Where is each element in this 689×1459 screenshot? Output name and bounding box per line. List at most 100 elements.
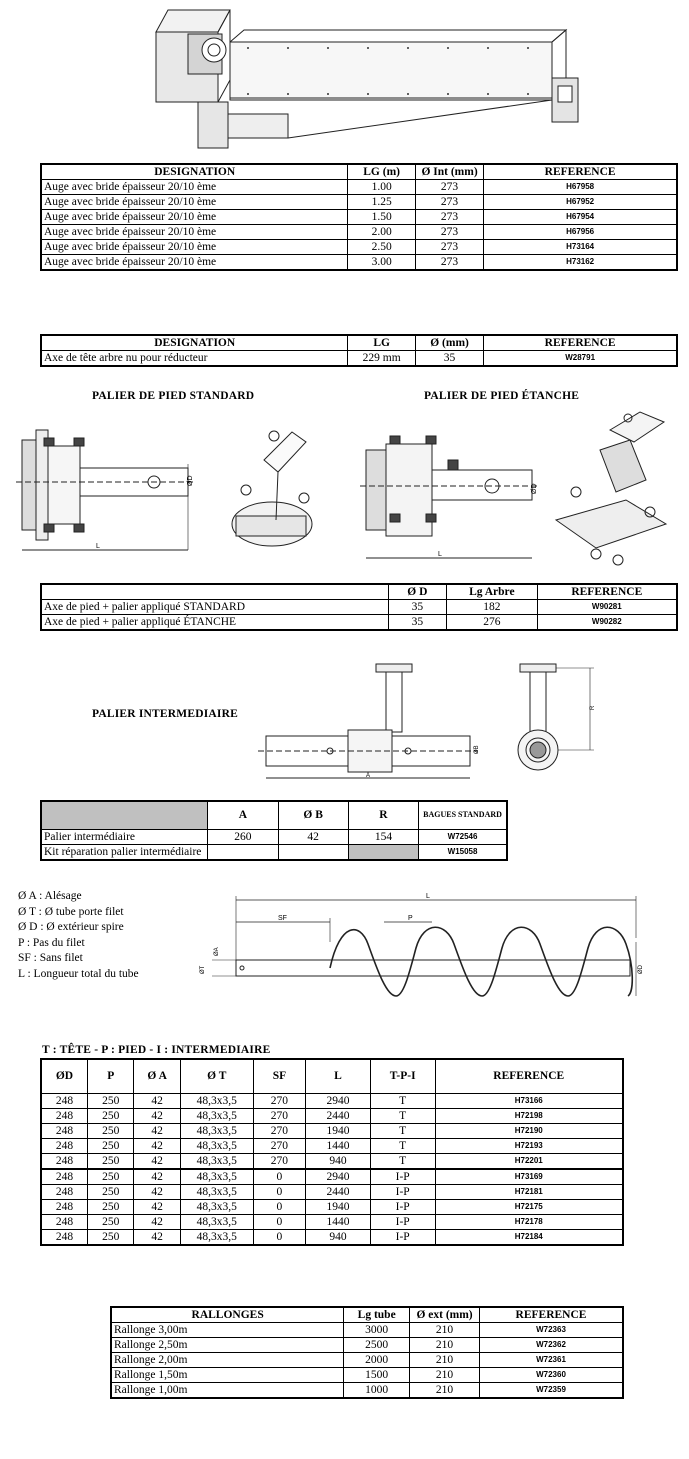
reference-cell: H67952	[483, 194, 678, 210]
t-cell: 48,3x3,5	[179, 1198, 254, 1215]
d-cell: 248	[40, 1228, 88, 1245]
reference-cell: W72361	[479, 1352, 624, 1368]
designation-cell: Axe de pied + palier appliqué STANDARD	[40, 599, 389, 615]
lg-cell: 2500	[343, 1337, 411, 1353]
r-cell	[347, 843, 420, 860]
tpi-cell: I-P	[369, 1213, 436, 1230]
vis-header-d: ØD	[40, 1058, 88, 1094]
vis-header-p: P	[86, 1058, 135, 1094]
p-cell: 250	[86, 1092, 135, 1109]
palier-intermediaire-header-bagues: BAGUES STANDARD	[418, 800, 508, 830]
d-cell: 248	[40, 1092, 88, 1109]
a-cell: 42	[133, 1183, 181, 1200]
a-cell: 42	[133, 1228, 181, 1245]
reference-cell: H72184	[434, 1228, 624, 1245]
rallonges-header-diameter: Ø ext (mm)	[409, 1306, 480, 1323]
lg-cell: 1.50	[347, 209, 416, 225]
p-cell: 250	[86, 1152, 135, 1169]
t-cell: 48,3x3,5	[179, 1137, 254, 1154]
a-cell: 42	[133, 1198, 181, 1215]
p-cell: 250	[86, 1137, 135, 1154]
tpi-cell: I-P	[369, 1228, 436, 1245]
p-cell: 250	[86, 1183, 135, 1200]
d-cell: 248	[40, 1198, 88, 1215]
p-cell: 250	[86, 1167, 135, 1185]
tpi-cell: T	[369, 1107, 436, 1124]
t-cell: 48,3x3,5	[179, 1228, 254, 1245]
reference-cell: W90282	[536, 614, 678, 631]
reference-cell: H73162	[483, 254, 678, 271]
lg-cell: 2.00	[347, 224, 416, 240]
a-cell	[207, 843, 279, 860]
rallonges-header-row: RALLONGES Lg tube Ø ext (mm) REFERENCE	[110, 1306, 624, 1323]
lg-cell: 2.50	[347, 239, 416, 255]
reference-cell: W90281	[536, 599, 678, 615]
axe-tete-header-reference: REFERENCE	[483, 334, 678, 351]
axe-tete-header-row: DESIGNATION LG Ø (mm) REFERENCE	[40, 334, 678, 351]
auge-header-row: DESIGNATION LG (m) Ø Int (mm) REFERENCE	[40, 163, 678, 180]
palier-pied-standard-title: PALIER DE PIED STANDARD	[92, 390, 255, 402]
palier-intermediaire-dim-A: A	[366, 773, 370, 779]
l-cell: 1440	[305, 1137, 371, 1154]
reference-cell: H72201	[434, 1152, 624, 1169]
lg-cell: 1000	[343, 1382, 411, 1399]
legend-sans-filet: SF : Sans filet	[18, 952, 83, 964]
p-cell: 250	[86, 1228, 135, 1245]
sf-cell: 270	[252, 1152, 307, 1169]
screw-dim-D: ØD	[638, 964, 644, 974]
reference-cell: W15058	[418, 843, 508, 860]
vis-header-t: Ø T	[179, 1058, 254, 1094]
name-cell: Rallonge 1,00m	[110, 1382, 345, 1399]
screw-drawing: L SF P ØA ØT ØD	[200, 893, 644, 997]
rallonges-table: RALLONGES Lg tube Ø ext (mm) REFERENCE R…	[110, 1306, 624, 1399]
vis-header-l: L	[305, 1058, 371, 1094]
reference-cell: W28791	[483, 350, 678, 367]
palier-pied-standard-drawing: L ØD	[16, 429, 313, 551]
designation-cell: Auge avec bride épaisseur 20/10 ème	[40, 179, 349, 195]
reference-cell: H67958	[483, 179, 678, 195]
l-cell: 1440	[305, 1213, 371, 1230]
screw-dim-SF: SF	[278, 915, 287, 922]
diameter-cell: 273	[414, 254, 485, 271]
sf-cell: 0	[252, 1183, 307, 1200]
tpi-cell: T	[369, 1092, 436, 1109]
designation-cell: Kit réparation palier intermédiaire	[40, 843, 209, 860]
vis-section-title: T : TÊTE - P : PIED - I : INTERMEDIAIRE	[42, 1044, 271, 1056]
a-cell: 42	[133, 1167, 181, 1185]
palier-pied-standard-dim-L: L	[96, 543, 100, 550]
lg-cell: 1500	[343, 1367, 411, 1383]
d-cell: 35	[387, 599, 448, 615]
reference-cell: W72362	[479, 1337, 624, 1353]
t-cell: 48,3x3,5	[179, 1092, 254, 1109]
t-cell: 48,3x3,5	[179, 1122, 254, 1139]
diameter-cell: 210	[409, 1337, 480, 1353]
palier-pied-header-blank	[41, 584, 389, 600]
name-cell: Rallonge 3,00m	[110, 1322, 345, 1338]
palier-intermediaire-dim-B: ØB	[474, 745, 480, 754]
reference-cell: W72360	[479, 1367, 624, 1383]
reference-cell: H67956	[483, 224, 678, 240]
legend-tube: Ø T : Ø tube porte filet	[18, 905, 124, 918]
reference-cell: H67954	[483, 209, 678, 225]
d-cell: 248	[40, 1183, 88, 1200]
palier-pied-etanche-dim-L: L	[438, 551, 442, 558]
d-cell: 248	[40, 1107, 88, 1124]
b-cell	[277, 843, 349, 860]
palier-pied-etanche-dim-D: ØD	[531, 484, 538, 495]
reference-cell: H72198	[434, 1107, 624, 1124]
designation-cell: Auge avec bride épaisseur 20/10 ème	[40, 254, 349, 271]
auge-header-reference: REFERENCE	[483, 163, 678, 180]
